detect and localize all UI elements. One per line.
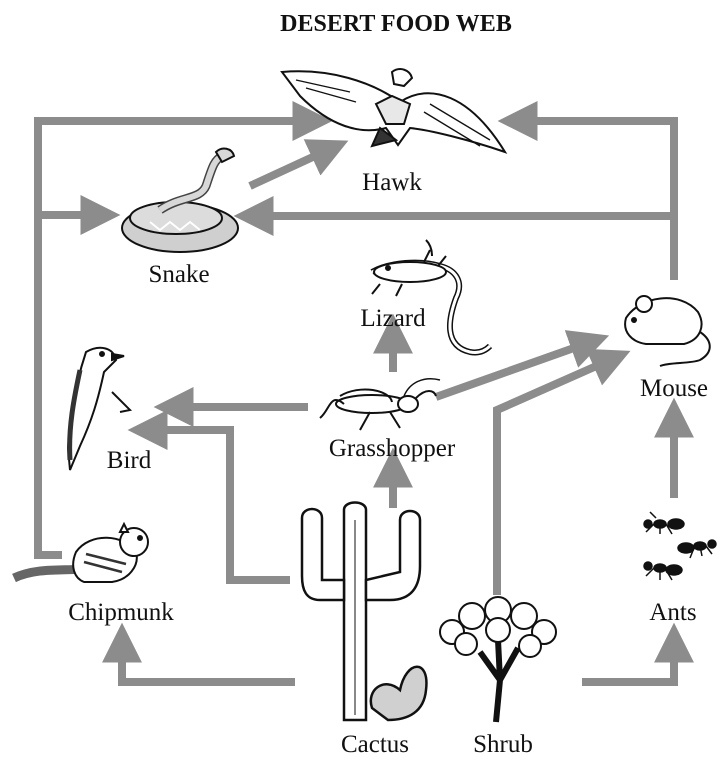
label-mouse: Mouse xyxy=(640,375,708,402)
cactus-icon xyxy=(302,503,426,721)
snake-icon xyxy=(122,149,238,252)
lizard-icon xyxy=(372,240,490,353)
grasshopper-icon xyxy=(320,379,440,430)
label-lizard: Lizard xyxy=(360,305,426,332)
label-cactus: Cactus xyxy=(341,731,409,758)
label-grasshopper: Grasshopper xyxy=(329,435,456,462)
diagram-title: DESERT FOOD WEB xyxy=(280,11,512,37)
label-shrub: Shrub xyxy=(473,731,533,758)
label-ants: Ants xyxy=(649,599,696,626)
shrub-icon xyxy=(440,597,556,722)
arrow-grasshopper-to-mouse xyxy=(436,343,588,397)
arrow-cactus-to-bird xyxy=(150,430,290,580)
mouse-icon xyxy=(625,296,710,366)
arrow-shrub-to-ants xyxy=(582,645,674,682)
label-bird: Bird xyxy=(107,447,152,474)
arrow-mouse-to-hawk xyxy=(520,121,674,280)
ants-icon xyxy=(644,512,716,580)
arrow-shrub-to-mouse xyxy=(497,360,610,595)
arrow-snake-to-hawk xyxy=(250,150,328,186)
label-snake: Snake xyxy=(148,261,209,288)
arrow-chipmunk-to-hawk xyxy=(38,121,310,555)
arrow-cactus-to-chipmunk xyxy=(122,645,295,682)
label-hawk: Hawk xyxy=(362,169,422,196)
hawk-icon xyxy=(282,69,505,152)
label-chipmunk: Chipmunk xyxy=(68,599,174,626)
